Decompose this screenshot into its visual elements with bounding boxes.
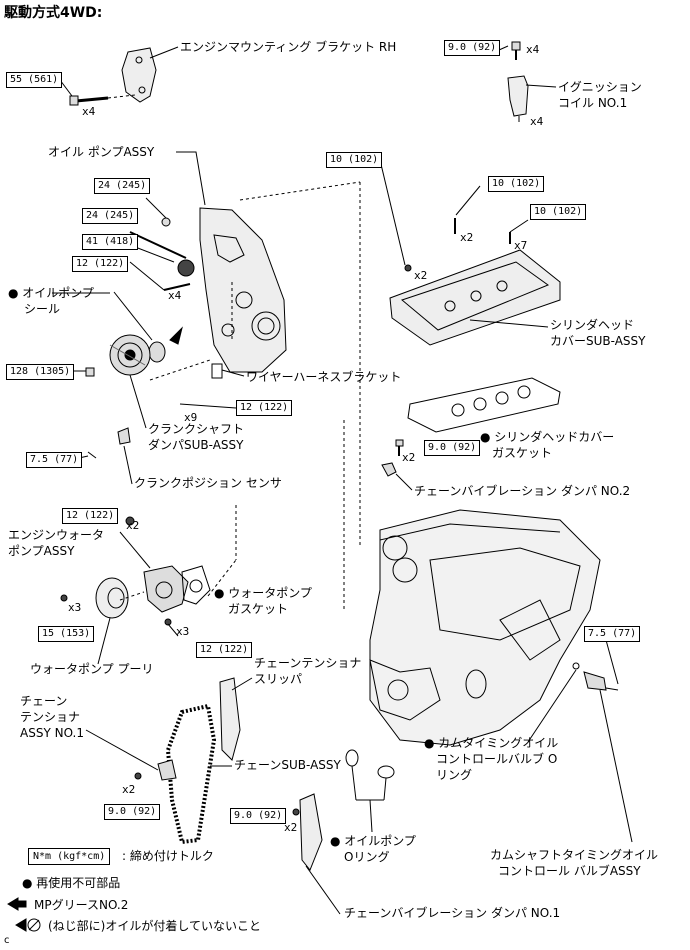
label-oil-pump-seal-2: シール [24,302,61,316]
torque-box-41: 41 (418) [82,234,139,250]
qty-pump41: x4 [168,289,182,302]
torque-box-75a: 7.5 (77) [26,452,83,468]
torque-box-tensioner: 9.0 (92) [104,804,161,820]
torque-box-24a: 24 (245) [94,178,151,194]
torque-box-12a: 12 (122) [72,256,129,272]
label-cam-oring-2: コントロールバルブ O [436,752,558,766]
qty-wp3: x3 [176,625,190,638]
label-wp-gasket-2: ガスケット [228,602,289,616]
label-tensioner-3: ASSY NO.1 [20,726,84,740]
label-chain-damper-1: チェーンバイブレーション ダンパ NO.1 [344,906,561,920]
label-tension-slipper-2: スリッパ [254,672,303,686]
qty-coil: x4 [530,115,544,128]
label-ignition-coil-2: コイル NO.1 [558,96,628,110]
qty-coilbolt: x4 [526,43,540,56]
qty-cover2a: x2 [414,269,428,282]
corner-mark: c [4,935,10,946]
label-oil-pump-seal-1: ● オイルポンプ [8,286,94,300]
torque-box-55: 55 (561) [6,72,63,88]
torque-box-10c: 10 (102) [530,204,587,220]
qty-cover2b: x2 [460,231,474,244]
label-water-pump-1: エンジンウォータ [8,528,105,542]
label-wire-bracket: ワイヤーハーネスブラケット [246,370,402,384]
label-cam-valve-2: コントロール バルブASSY [498,864,641,878]
label-tensioner-1: チェーン [20,694,68,708]
label-wp-gasket-1: ● ウォータポンプ [214,586,312,600]
label-oil-pump-oring-2: Oリング [344,850,390,864]
drive-type-heading: 駆動方式4WD: [4,5,103,21]
qty-gasket2: x2 [402,451,416,464]
qty-pulley3: x3 [68,601,82,614]
label-crank-sensor: クランクポジション センサ [134,476,282,490]
qty-bolt55: x4 [82,105,96,118]
label-head-cover-2: カバーSUB-ASSY [550,334,646,348]
label-tensioner-2: テンショナ [20,710,81,724]
label-cam-valve-1: カムシャフトタイミングオイル [490,848,659,862]
torque-box-24b: 24 (245) [82,208,139,224]
legend-no-oil: (ねじ部に)オイルが付着していないこと [48,919,262,933]
torque-box-10a: 10 (102) [326,152,383,168]
label-tension-slipper-1: チェーンテンショナ [254,656,362,670]
qty-cover7: x7 [514,239,528,252]
label-crank-damper-2: ダンパSUB-ASSY [148,438,244,452]
label-mount-bracket: エンジンマウンティング ブラケット RH [180,40,397,54]
label-ignition-coil-1: イグニッション [558,80,642,94]
legend-torque-unit: N*m (kgf*cm) [28,848,111,865]
label-chain-sub: チェーンSUB-ASSY [234,758,341,772]
label-head-gasket-1: ● シリンダヘッドカバー [480,430,615,444]
qty-wp2: x2 [126,519,140,532]
label-oil-pump-assy: オイル ポンプASSY [48,145,155,159]
label-cam-oring-1: ● カムタイミングオイル [424,736,559,750]
torque-box-10b: 10 (102) [488,176,545,192]
label-water-pump-2: ポンプASSY [8,544,75,558]
torque-box-15: 15 (153) [38,626,95,642]
label-head-gasket-2: ガスケット [492,446,553,460]
torque-box-damper: 9.0 (92) [230,808,287,824]
legend-no-reuse: ● 再使用不可部品 [22,876,121,890]
label-cam-oring-3: リング [436,768,473,782]
label-chain-damper-2: チェーンバイブレーション ダンパ NO.2 [414,484,631,498]
label-crank-damper-1: クランクシャフト [148,422,245,436]
torque-box-128: 128 (1305) [6,364,75,380]
label-head-cover-1: シリンダヘッド [550,318,635,332]
torque-box-12d: 12 (122) [196,642,253,658]
legend-torque-text: : 締め付けトルク [122,849,214,863]
qty-bracket9: x9 [184,411,198,424]
torque-box-coil: 9.0 (92) [444,40,501,56]
qty-tensioner2: x2 [122,783,136,796]
torque-box-gasket: 9.0 (92) [424,440,481,456]
qty-damper2: x2 [284,821,298,834]
label-oil-pump-oring-1: ● オイルポンプ [330,834,416,848]
torque-box-75b: 7.5 (77) [584,626,641,642]
legend-grease: MPグリースNO.2 [34,898,129,912]
label-wp-pulley: ウォータポンプ プーリ [30,662,154,676]
torque-box-12b: 12 (122) [236,400,293,416]
torque-box-12c: 12 (122) [62,508,119,524]
